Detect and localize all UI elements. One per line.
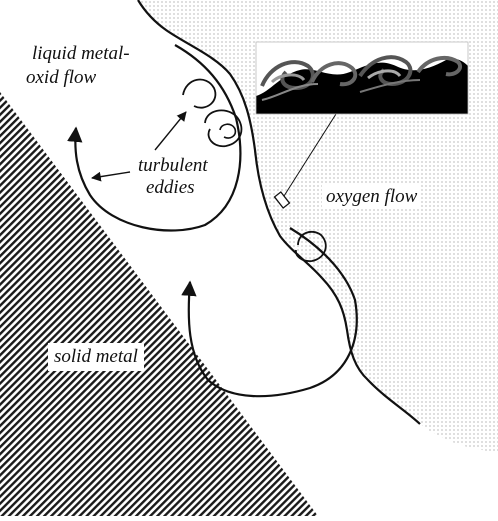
- oxygen-flow-label: oxygen flow: [322, 185, 422, 209]
- magnify-marker: [273, 191, 291, 209]
- upper-flow-arrow: [67, 44, 242, 232]
- solid-metal-label: solid metal: [48, 343, 144, 371]
- solid-metal-region: [0, 92, 318, 516]
- liquid-flow-label-line2: oxid flow: [26, 67, 97, 88]
- eddy-top: [182, 78, 217, 109]
- simulation-inset: [256, 42, 468, 114]
- eddies-label: eddies: [146, 177, 195, 198]
- liquid-flow-label-line1: liquid metal-: [32, 43, 130, 64]
- lower-flow-arrow: [181, 227, 358, 398]
- eddy-pointer-arrow-1: [154, 111, 187, 151]
- magnify-leader-line: [283, 113, 337, 197]
- interface-curve: [137, 0, 421, 425]
- eddy-pointer-arrow-2: [91, 171, 131, 182]
- eddy-middle-outer: [204, 109, 243, 148]
- eddy-lower: [295, 231, 327, 262]
- turbulent-label: turbulent: [138, 155, 208, 176]
- eddy-middle-inner: [219, 123, 237, 139]
